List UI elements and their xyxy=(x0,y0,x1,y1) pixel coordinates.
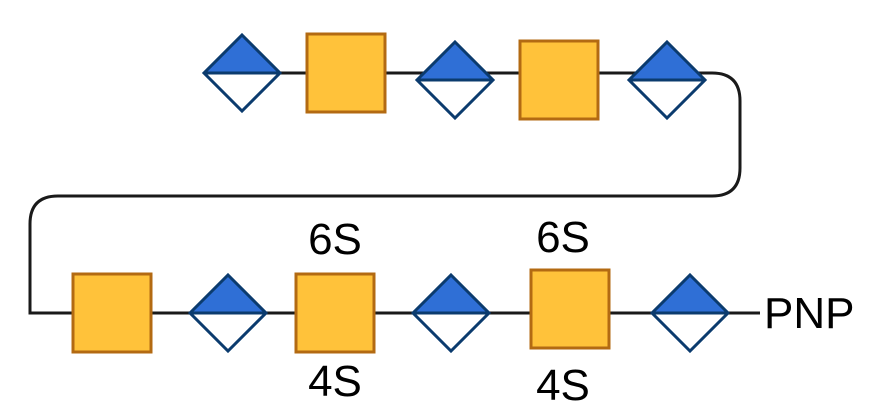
square-icon xyxy=(529,268,611,350)
diamond-icon xyxy=(649,272,731,354)
top-row xyxy=(201,32,708,121)
diamond-icon xyxy=(414,39,496,121)
square-icon xyxy=(305,32,387,114)
diamond-icon xyxy=(410,272,492,354)
square-icon xyxy=(294,272,376,354)
sulfate-label-4s-first: 4S xyxy=(308,357,362,406)
diamond-icon xyxy=(201,32,283,114)
diamond-icon xyxy=(626,39,708,121)
bottom-row xyxy=(71,268,731,354)
sulfate-label-6s-second: 6S xyxy=(536,213,590,262)
square-icon xyxy=(71,272,153,354)
sulfate-label-4s-second: 4S xyxy=(536,361,590,410)
sulfate-label-6s-first: 6S xyxy=(308,215,362,264)
diamond-icon xyxy=(187,272,269,354)
terminal-label-pnp: PNP xyxy=(764,289,854,338)
square-icon xyxy=(518,39,600,121)
glycan-linkage-line xyxy=(28,71,760,315)
